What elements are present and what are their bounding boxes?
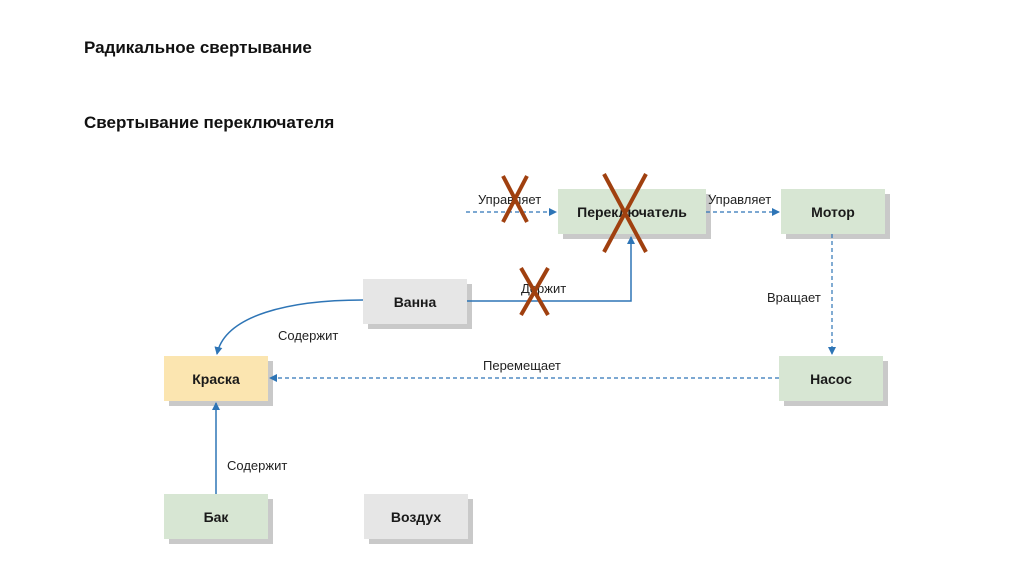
edge-contains-tank-label: Содержит <box>227 458 287 473</box>
node-pump-label: Насос <box>810 371 852 387</box>
node-motor-label: Мотор <box>811 204 855 220</box>
node-tank-label: Бак <box>204 509 230 525</box>
edge-contains-bath-label: Содержит <box>278 328 338 343</box>
edge-contains-bath-arrow <box>214 299 364 355</box>
node-paint: Краска <box>164 356 268 401</box>
node-bath: Ванна <box>363 279 467 324</box>
node-tank: Бак <box>164 494 268 539</box>
node-air: Воздух <box>364 494 468 539</box>
cross-switch-icon <box>602 173 648 253</box>
slide-subtitle: Свертывание переключателя <box>84 113 335 132</box>
cross-holds-icon <box>519 267 550 316</box>
node-switch-label: Переключатель <box>577 204 687 220</box>
node-air-label: Воздух <box>391 509 441 525</box>
node-motor: Мотор <box>781 189 885 234</box>
node-pump: Насос <box>779 356 883 401</box>
edge-rotates-label: Вращает <box>767 290 821 305</box>
node-paint-label: Краска <box>192 371 240 387</box>
node-bath-label: Ванна <box>394 294 437 310</box>
cross-controls-in-icon <box>501 175 529 223</box>
edge-holds-arrow <box>467 236 635 302</box>
slide-title: Радикальное свертывание <box>84 38 312 57</box>
edge-moves-label: Перемещает <box>483 358 561 373</box>
edge-controls-in-label: Управляет <box>478 192 541 207</box>
edge-controls-out-label: Управляет <box>708 192 771 207</box>
